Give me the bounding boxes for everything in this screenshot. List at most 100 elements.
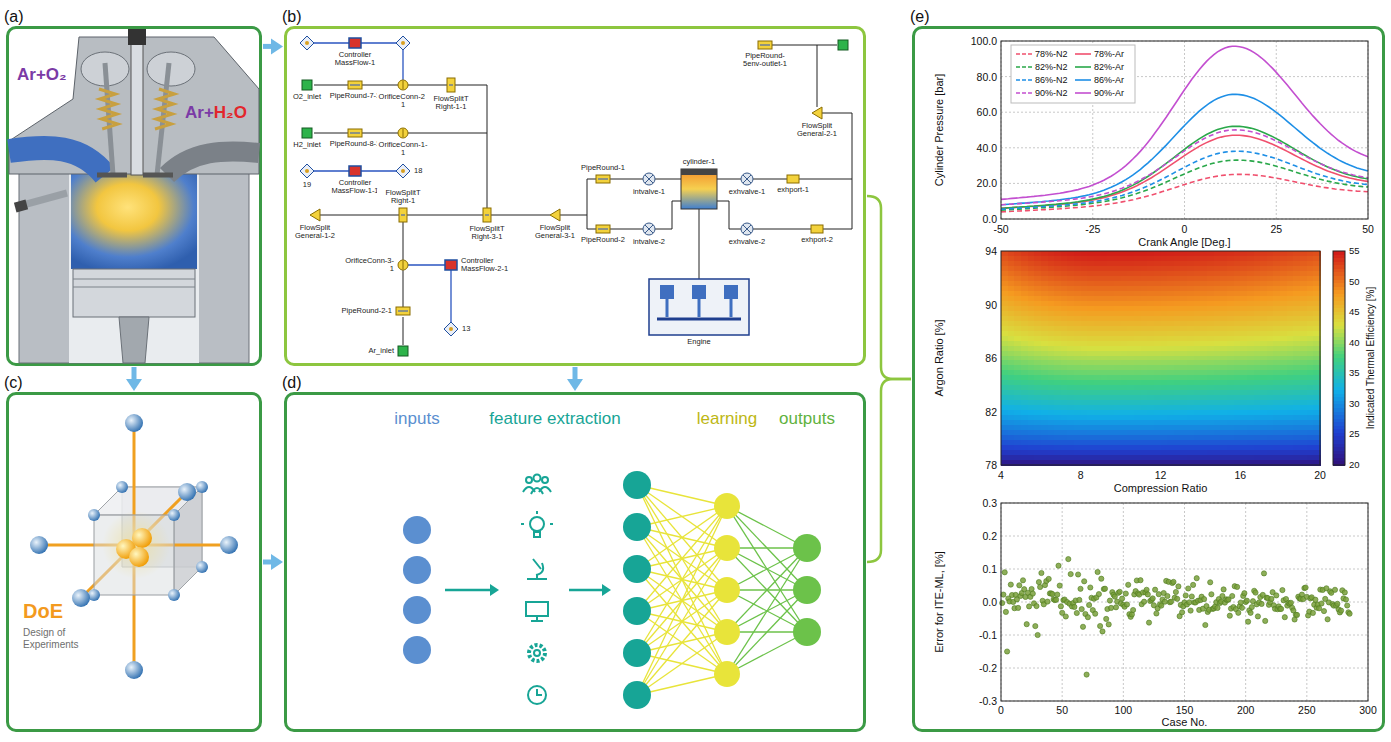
contour-cell xyxy=(1154,445,1161,451)
contour-cell xyxy=(1127,425,1134,431)
contour-cell xyxy=(1134,375,1141,381)
contour-cell xyxy=(1234,400,1241,406)
contour-cell xyxy=(1121,336,1128,342)
contour-cell xyxy=(1207,321,1214,327)
contour-cell xyxy=(1074,356,1081,362)
contour-cell xyxy=(1074,291,1081,297)
pipe-wire xyxy=(799,179,852,180)
contour-cell xyxy=(1094,440,1101,446)
contour-cell xyxy=(1021,385,1028,391)
contour-cell xyxy=(1167,351,1174,357)
contour-cell xyxy=(1174,321,1181,327)
network-link xyxy=(637,485,727,590)
contour-cell xyxy=(1194,420,1201,426)
contour-cell xyxy=(1220,375,1227,381)
sensor-dot xyxy=(401,41,405,45)
boundary-icon xyxy=(838,40,848,50)
contour-cell xyxy=(1234,311,1241,317)
contour-cell xyxy=(1101,370,1108,376)
pipe-wire xyxy=(408,85,447,86)
contour-cell xyxy=(1001,291,1008,297)
contour-cell xyxy=(1028,440,1035,446)
contour-cell xyxy=(1107,276,1114,282)
contour-cell xyxy=(1227,281,1234,287)
contour-cell xyxy=(1008,410,1015,416)
contour-cell xyxy=(1254,251,1261,257)
contour-cell xyxy=(1214,276,1221,282)
contour-cell xyxy=(1114,375,1121,381)
contour-cell xyxy=(1174,375,1181,381)
contour-cell xyxy=(1180,375,1187,381)
contour-cell xyxy=(1194,256,1201,262)
contour-cell xyxy=(1194,346,1201,352)
contour-cell xyxy=(1067,450,1074,456)
contour-cell xyxy=(1194,321,1201,327)
legend-sample xyxy=(1075,66,1091,68)
contour-cell xyxy=(1207,296,1214,302)
contour-cell xyxy=(1101,400,1108,406)
contour-cell xyxy=(1194,336,1201,342)
contour-cell xyxy=(1174,306,1181,312)
contour-cell xyxy=(1054,420,1061,426)
contour-cell xyxy=(1021,291,1028,297)
contour-cell xyxy=(1234,380,1241,386)
contour-cell xyxy=(1180,306,1187,312)
contour-cell xyxy=(1041,271,1048,277)
contour-cell xyxy=(1247,326,1254,332)
contour-cell xyxy=(1141,430,1148,436)
contour-cell xyxy=(1227,336,1234,342)
contour-cell xyxy=(1034,341,1041,347)
contour-cell xyxy=(1048,306,1055,312)
contour-cell xyxy=(1121,296,1128,302)
contour-cell xyxy=(1167,420,1174,426)
contour-cell xyxy=(1101,316,1108,322)
contour-cell xyxy=(1200,420,1207,426)
contour-cell xyxy=(1234,271,1241,277)
contour-cell xyxy=(1234,385,1241,391)
contour-cell xyxy=(1174,276,1181,282)
legend-sample xyxy=(1016,53,1032,55)
contour-cell xyxy=(1094,301,1101,307)
output-neuron xyxy=(793,618,821,646)
contour-cell xyxy=(1067,276,1074,282)
contour-cell xyxy=(1220,450,1227,456)
contour-cell xyxy=(1147,415,1154,421)
contour-cell xyxy=(1054,430,1061,436)
contour-cell xyxy=(1087,420,1094,426)
contour-cell xyxy=(1121,410,1128,416)
contour-cell xyxy=(1127,415,1134,421)
contour-cell xyxy=(1187,311,1194,317)
text-run: Ar+ xyxy=(185,103,214,122)
contour-cell xyxy=(1048,405,1055,411)
contour-cell xyxy=(1187,291,1194,297)
contour-cell xyxy=(1227,321,1234,327)
contour-cell xyxy=(1081,440,1088,446)
contour-cell xyxy=(1061,256,1068,262)
contour-cell xyxy=(1087,311,1094,317)
contour-cell xyxy=(1101,296,1108,302)
contour-cell xyxy=(1134,321,1141,327)
contour-cell xyxy=(1034,370,1041,376)
bulb-icon xyxy=(530,517,544,531)
contour-cell xyxy=(1021,380,1028,386)
contour-cell xyxy=(1021,455,1028,461)
contour-cell xyxy=(1154,370,1161,376)
microscope-icon xyxy=(527,559,547,579)
contour-cell xyxy=(1174,370,1181,376)
contour-cell xyxy=(1034,351,1041,357)
pipe-wire xyxy=(655,201,681,229)
bulb-icon xyxy=(534,532,540,537)
contour-cell xyxy=(1207,450,1214,456)
contour-cell xyxy=(1141,266,1148,272)
contour-cell xyxy=(1161,321,1168,327)
contour-cell xyxy=(1081,425,1088,431)
contour-cell xyxy=(1028,336,1035,342)
cube-side xyxy=(174,487,202,595)
contour-cell xyxy=(1174,430,1181,436)
contour-cell xyxy=(1247,375,1254,381)
contour-cell xyxy=(1220,256,1227,262)
contour-cell xyxy=(1114,430,1121,436)
contour-cell xyxy=(1147,311,1154,317)
contour-cell xyxy=(1001,420,1008,426)
engine-rod xyxy=(730,299,733,317)
